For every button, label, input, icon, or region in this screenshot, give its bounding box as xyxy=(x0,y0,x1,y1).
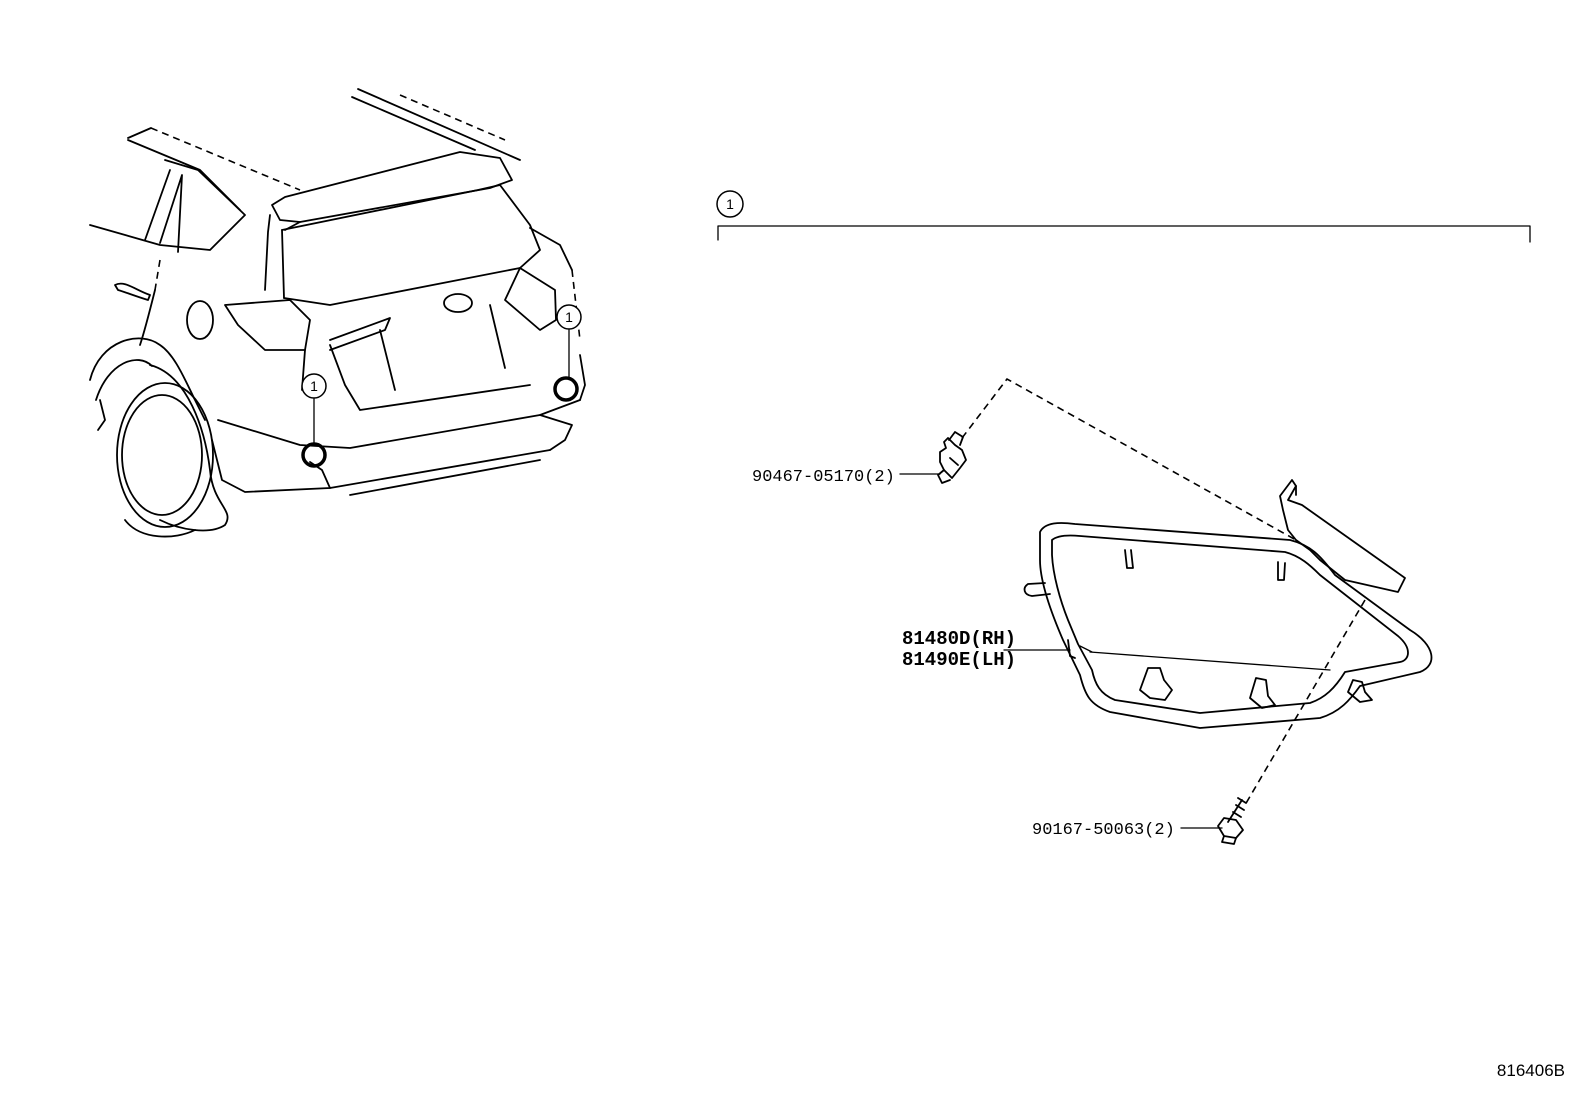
diagram-reference-code: 816406B xyxy=(1497,1061,1565,1080)
reflector-lh-part-number: 81490E(LH) xyxy=(902,649,1016,671)
callout-right-reflector: 1 xyxy=(556,304,582,330)
callout-number: 1 xyxy=(565,309,573,325)
callout-left-reflector: 1 xyxy=(301,373,327,399)
reflector-location-right xyxy=(553,376,579,402)
assembly-group-bracket: 1 xyxy=(716,190,1531,243)
callout-number: 1 xyxy=(310,378,318,394)
reflector-location-left xyxy=(301,442,327,468)
screw-part: 90167-50063(2) xyxy=(1032,797,1247,845)
reflector-rh-part-number: 81480D(RH) xyxy=(902,628,1016,650)
assembly-callout-number: 1 xyxy=(726,196,734,212)
screw-part-number: 90167-50063(2) xyxy=(1032,821,1175,840)
vehicle-rear-illustration xyxy=(89,88,586,538)
clip-part: 90467-05170(2) xyxy=(752,431,967,487)
reflector-part: 81480D(RH) 81490E(LH) xyxy=(902,479,1433,729)
clip-part-number: 90467-05170(2) xyxy=(752,468,895,487)
